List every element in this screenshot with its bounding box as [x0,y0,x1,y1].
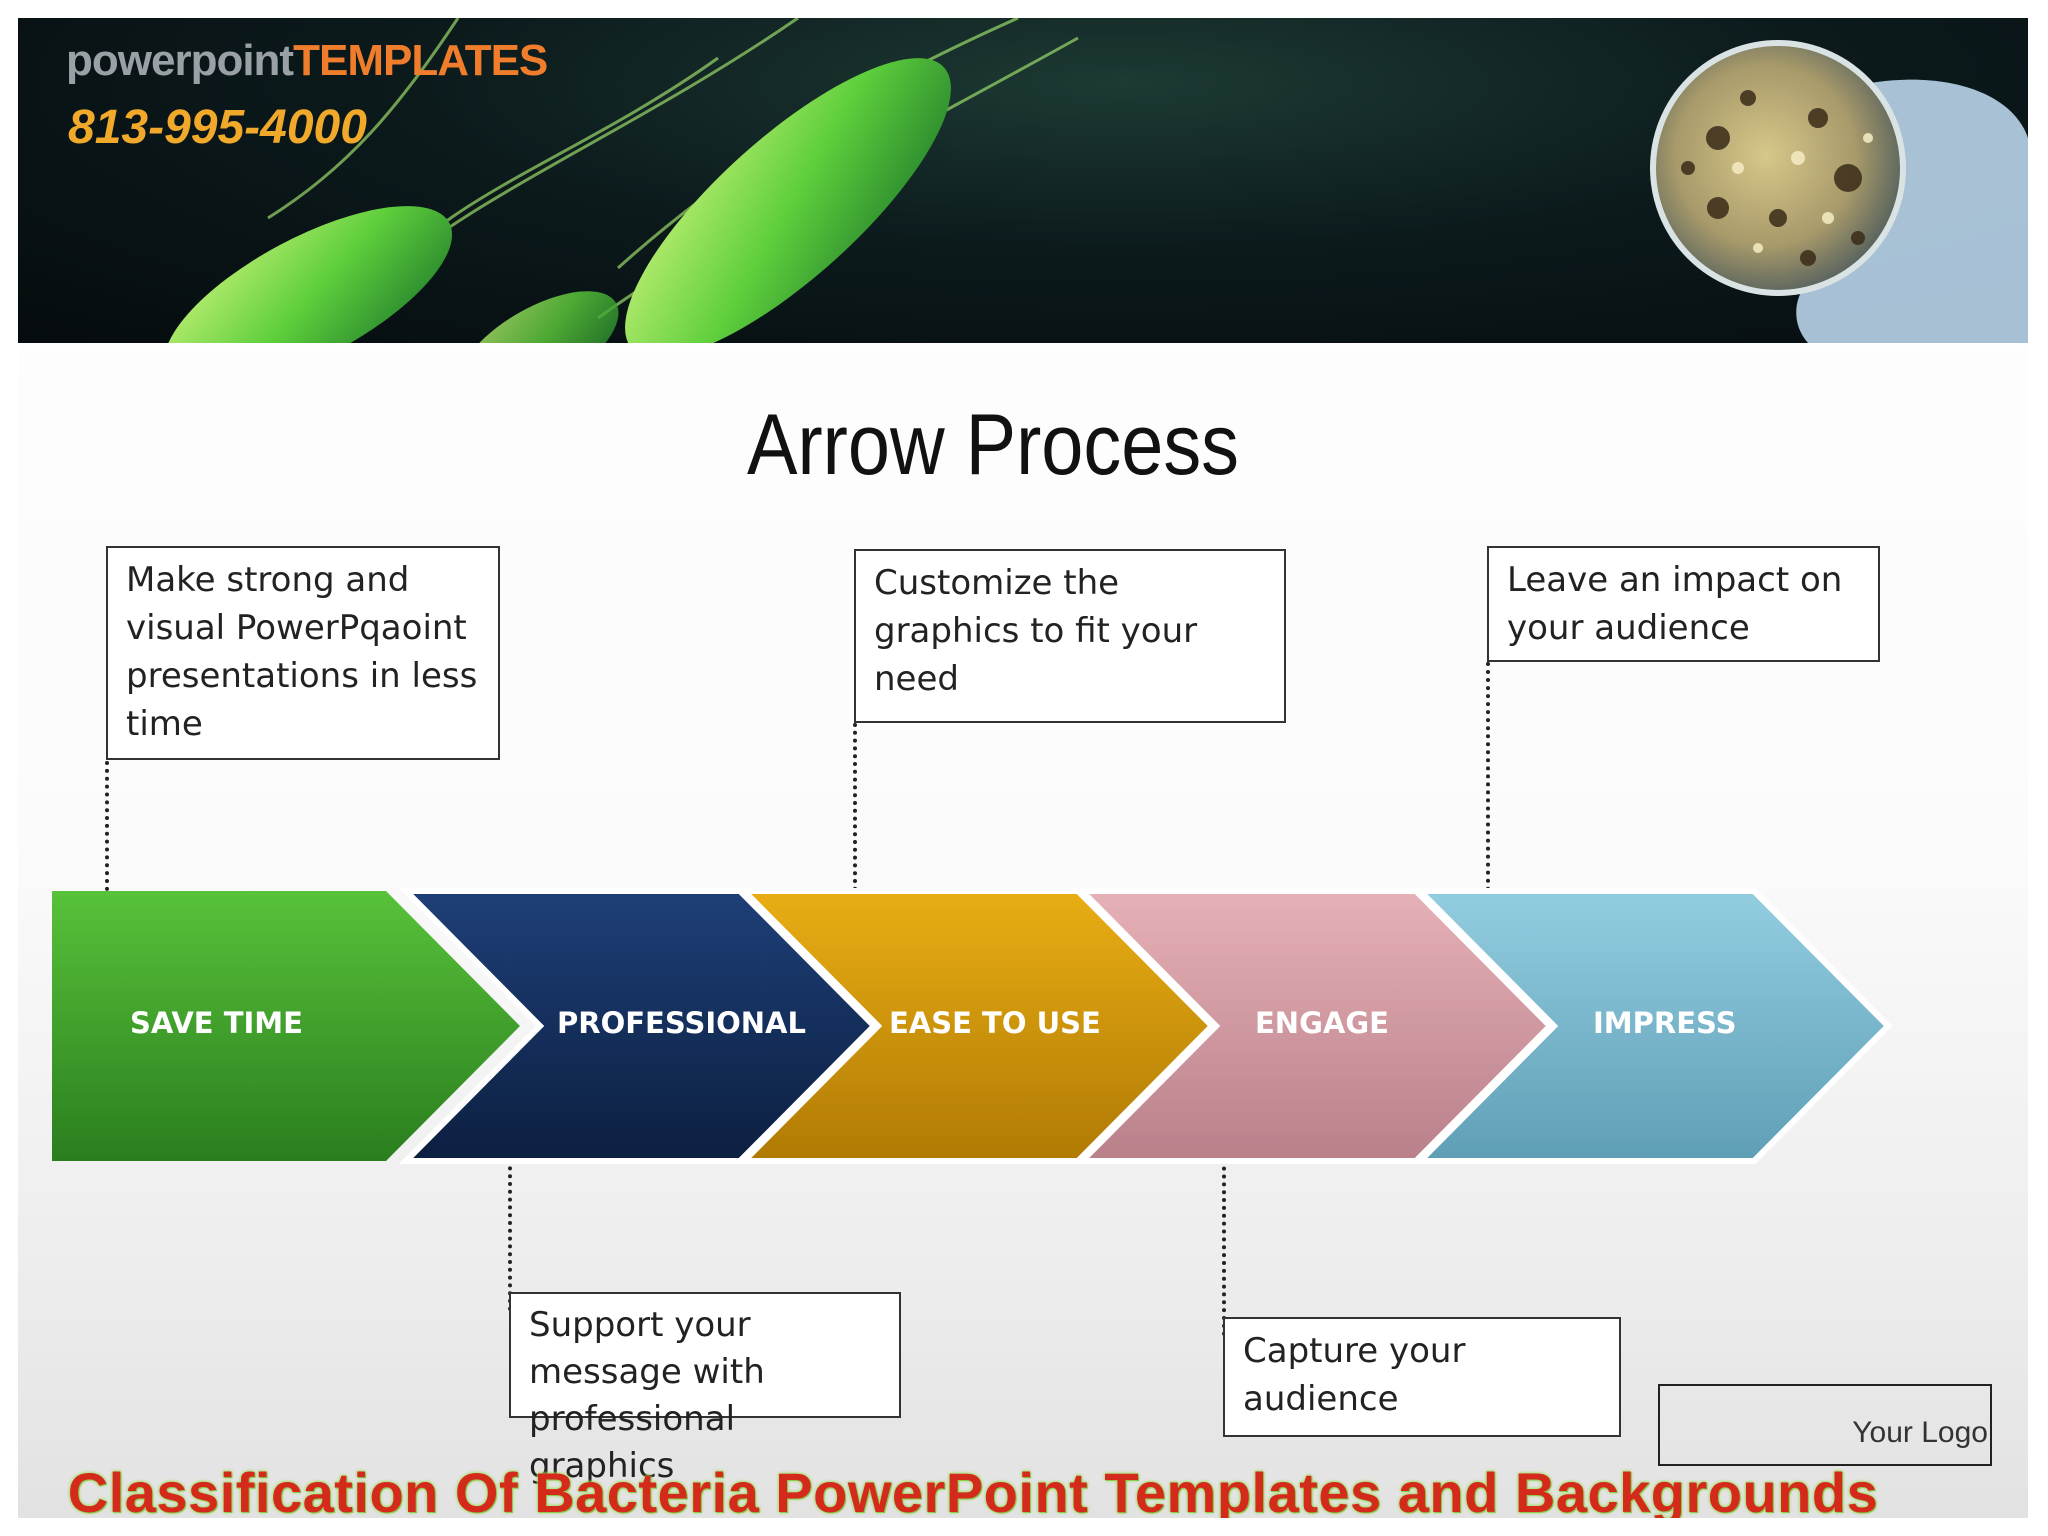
callout-impress: Leave an impact on your audience [1487,546,1880,662]
chevron-save-time [52,891,520,1161]
phone-number: 813-995-4000 [68,101,367,154]
footer-caption: Classification Of Bacteria PowerPoint Te… [67,1461,1879,1518]
callout-ease-to-use: Customize the graphics to fit your need [854,549,1286,723]
arrow-process [52,888,1893,1164]
connector-impress [1486,662,1490,891]
header-banner: powerpointtemplates 813-995-4000 [18,18,2028,343]
brand-part-2: templates [293,36,548,85]
step-label-professional: PROFESSIONAL [557,1006,806,1040]
brand-logo-text: powerpointtemplates [66,36,548,86]
connector-engage [1222,1143,1226,1336]
chevron-impress [1412,888,1893,1164]
logo-text: Your Logo [1852,1416,1988,1449]
callout-engage: Capture your audience [1223,1317,1621,1437]
bacteria-illustration [163,18,2028,343]
step-label-save-time: SAVE TIME [130,1006,303,1040]
connector-professional [508,1143,512,1311]
step-label-engage: ENGAGE [1255,1006,1389,1040]
slide: powerpointtemplates 813-995-4000 Arrow P… [18,18,2028,1518]
connector-save-time [105,761,109,891]
connector-ease-to-use [853,723,857,891]
callout-save-time: Make strong and visual PowerPqaoint pres… [106,546,500,760]
step-label-ease-to-use: EASE TO USE [889,1006,1101,1040]
step-label-impress: IMPRESS [1593,1006,1737,1040]
brand-part-1: powerpoint [66,36,294,85]
logo-placeholder: Your Logo [1658,1384,1992,1466]
page-title: Arrow Process [746,397,1240,493]
callout-professional: Support your message with professional g… [509,1292,901,1486]
